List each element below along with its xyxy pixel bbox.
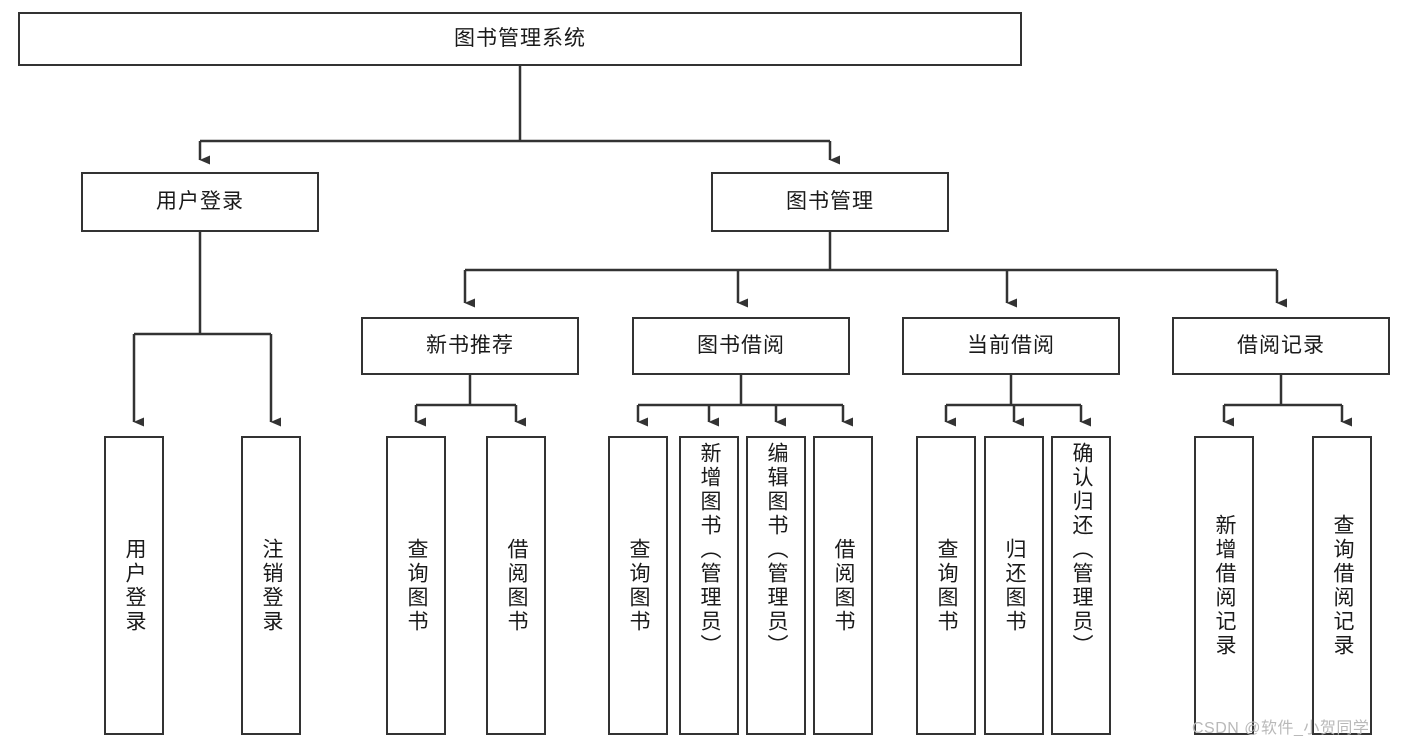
edge-book-borrow-to-leaves — [636, 375, 853, 427]
edge-current-borrow-to-leaves — [944, 375, 1091, 427]
node-root-book-management-system[interactable]: 图书管理系统 — [18, 12, 1022, 66]
node-book-borrow[interactable]: 图书借阅 — [632, 317, 850, 375]
node-leaf-query-book-borrow[interactable]: 查询图书 — [608, 436, 668, 735]
node-leaf-query-book-current[interactable]: 查询图书 — [916, 436, 976, 735]
edge-root-to-level1 — [198, 66, 840, 165]
node-leaf-add-borrow-record[interactable]: 新增借阅记录 — [1194, 436, 1254, 735]
node-leaf-edit-book[interactable]: 编辑图书（管理员） — [746, 436, 806, 735]
edge-book-management-to-level2 — [463, 232, 1287, 308]
node-book-management[interactable]: 图书管理 — [711, 172, 949, 232]
edge-borrow-record-to-leaves — [1222, 375, 1352, 427]
node-user-login[interactable]: 用户登录 — [81, 172, 319, 232]
edge-new-book-recommend-to-leaves — [414, 375, 526, 427]
node-borrow-record[interactable]: 借阅记录 — [1172, 317, 1390, 375]
csdn-watermark: CSDN @软件_小贺同学 — [1192, 720, 1370, 737]
node-leaf-confirm-return[interactable]: 确认归还（管理员） — [1051, 436, 1111, 735]
node-leaf-user-logout[interactable]: 注销登录 — [241, 436, 301, 735]
node-leaf-user-login[interactable]: 用户登录 — [104, 436, 164, 735]
node-current-borrow[interactable]: 当前借阅 — [902, 317, 1120, 375]
node-leaf-query-borrow-record[interactable]: 查询借阅记录 — [1312, 436, 1372, 735]
edge-user-login-to-leaves — [132, 232, 281, 427]
node-leaf-add-book[interactable]: 新增图书（管理员） — [679, 436, 739, 735]
node-leaf-query-book-recommend[interactable]: 查询图书 — [386, 436, 446, 735]
node-leaf-borrow-book[interactable]: 借阅图书 — [813, 436, 873, 735]
node-new-book-recommend[interactable]: 新书推荐 — [361, 317, 579, 375]
node-leaf-return-book[interactable]: 归还图书 — [984, 436, 1044, 735]
node-leaf-borrow-book-recommend[interactable]: 借阅图书 — [486, 436, 546, 735]
